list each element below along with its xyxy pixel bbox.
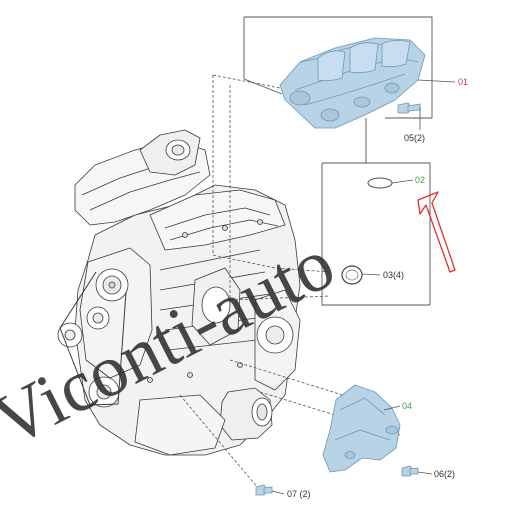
- engine-block: [57, 129, 301, 456]
- detail-frame: [243, 16, 433, 306]
- intake-manifold-part: [279, 37, 426, 129]
- bolt-part: [397, 102, 421, 114]
- bolt-part-07: [255, 484, 273, 496]
- callout-04: 04: [402, 401, 412, 411]
- o-ring-seal-part: [341, 265, 363, 285]
- callout-leaders: [271, 79, 456, 495]
- mounting-bracket-part: [322, 384, 401, 473]
- callout-03: 03(4): [383, 270, 404, 280]
- callout-02: 02: [415, 175, 425, 185]
- callout-05: 05(2): [404, 133, 425, 143]
- callout-07: 07 (2): [287, 489, 311, 499]
- red-pointer-arrow: [417, 191, 456, 273]
- bolt-part-06: [401, 465, 419, 477]
- callout-06: 06(2): [434, 469, 455, 479]
- gasket-ring-part: [367, 177, 393, 189]
- callout-01: 01: [458, 77, 468, 87]
